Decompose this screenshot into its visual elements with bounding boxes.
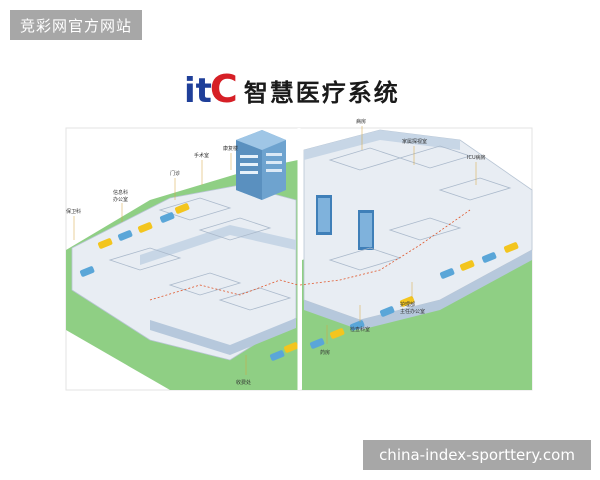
label-nurse-station: 护理部 主任办公室 bbox=[400, 282, 425, 315]
svg-text:护理部: 护理部 bbox=[400, 301, 415, 308]
label-exam-dept: 检查科室 bbox=[350, 305, 370, 333]
watermark-top: 竞彩网官方网站 bbox=[10, 10, 142, 40]
svg-text:康复楼: 康复楼 bbox=[223, 145, 238, 152]
svg-text:手术室: 手术室 bbox=[194, 152, 209, 159]
left-rooms bbox=[108, 197, 292, 311]
label-family-visit: 家属探视室 bbox=[402, 138, 427, 165]
svg-text:信息科: 信息科 bbox=[113, 189, 128, 196]
label-rehab: 康复楼 bbox=[223, 145, 238, 170]
right-parking-cars bbox=[309, 242, 519, 349]
flow-path bbox=[149, 279, 299, 301]
svg-text:收费处: 收费处 bbox=[236, 379, 251, 386]
svg-text:药房: 药房 bbox=[320, 349, 330, 356]
label-clinic: 门诊 bbox=[170, 170, 180, 200]
svg-text:ICU病房: ICU病房 bbox=[467, 154, 486, 161]
header: i t C 智慧医疗系统 bbox=[184, 67, 400, 111]
logo-letter-t: t bbox=[195, 71, 212, 111]
itc-logo: i t C bbox=[184, 67, 238, 111]
logo-letter-i: i bbox=[184, 71, 196, 111]
page-title: 智慧医疗系统 bbox=[243, 78, 400, 107]
left-wall-front bbox=[140, 225, 296, 265]
rehab-tower bbox=[236, 130, 286, 200]
label-ward: 病房 bbox=[356, 118, 366, 150]
left-wall-lower bbox=[150, 318, 296, 355]
right-wall-top bbox=[304, 130, 460, 160]
flow-path-right bbox=[299, 209, 471, 286]
left-parking-cars bbox=[79, 203, 299, 361]
label-surgery: 手术室 bbox=[194, 152, 209, 185]
svg-text:保卫科: 保卫科 bbox=[66, 208, 81, 215]
label-toll: 收费处 bbox=[236, 355, 251, 386]
svg-text:病房: 病房 bbox=[356, 118, 366, 125]
elevators bbox=[316, 195, 374, 250]
logo-letter-c: C bbox=[209, 67, 238, 111]
right-rooms bbox=[328, 145, 512, 271]
label-security: 保卫科 bbox=[66, 208, 81, 240]
label-info-office: 信息科 办公室 bbox=[113, 189, 128, 222]
label-icu: ICU病房 bbox=[467, 154, 486, 185]
label-pharmacy: 药房 bbox=[320, 325, 330, 356]
svg-text:检查科室: 检查科室 bbox=[350, 326, 370, 333]
svg-text:办公室: 办公室 bbox=[113, 196, 128, 203]
svg-text:主任办公室: 主任办公室 bbox=[400, 308, 425, 315]
watermark-bottom: china-index-sporttery.com bbox=[363, 440, 591, 470]
svg-text:家属探视室: 家属探视室 bbox=[402, 138, 427, 145]
right-wall-lower bbox=[304, 250, 532, 330]
svg-text:门诊: 门诊 bbox=[170, 170, 180, 177]
